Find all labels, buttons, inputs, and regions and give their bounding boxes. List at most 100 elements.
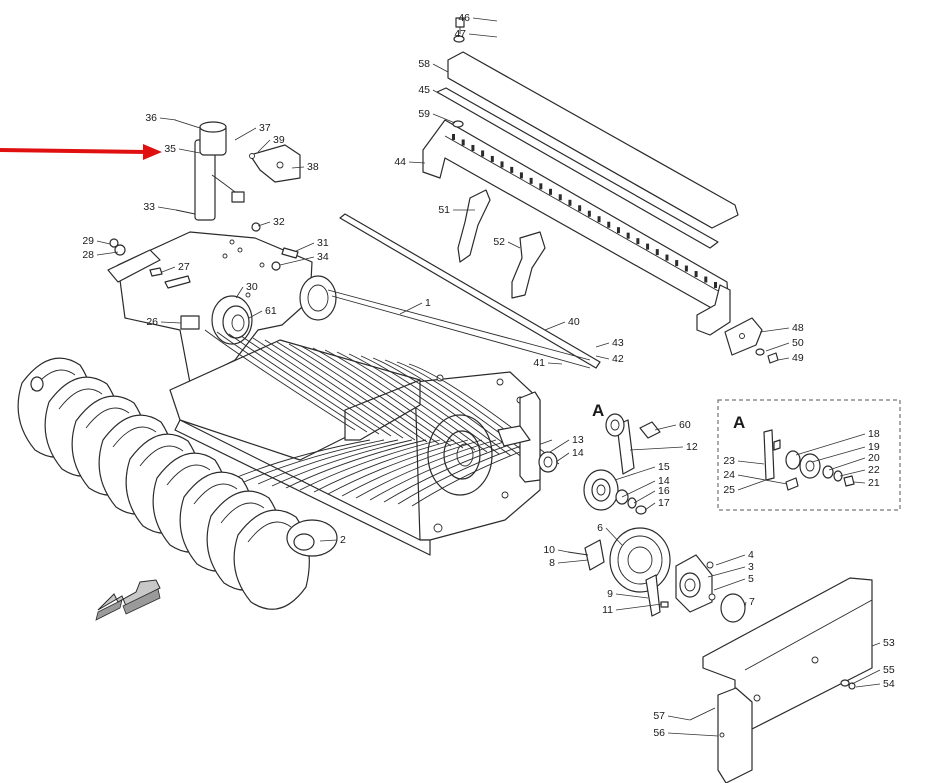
callout-number-18: 18 <box>868 428 880 440</box>
cage-bars <box>204 329 560 507</box>
cage-bar <box>327 439 469 495</box>
callout-leader-2 <box>319 539 338 542</box>
callout-number-43: 43 <box>612 337 624 349</box>
callout-leader-42 <box>595 355 610 360</box>
rail-tooth <box>519 172 523 179</box>
cage-bar <box>257 439 399 485</box>
cage-bar <box>204 329 356 431</box>
callout-number-1: 1 <box>425 297 431 309</box>
rotor-blade-edge <box>247 521 292 543</box>
rail-tooth <box>578 205 582 212</box>
rail-tooth <box>665 254 669 261</box>
callout-number-8: 8 <box>549 557 555 569</box>
callout-number-48: 48 <box>792 322 804 334</box>
rail-tooth <box>461 139 465 146</box>
callout-leader-21 <box>853 481 866 484</box>
callout-leader-61 <box>248 310 263 319</box>
callout-number-57: 57 <box>653 710 665 722</box>
cage-bar <box>336 351 488 453</box>
callout-leader-14 <box>555 452 570 463</box>
callout-number-9: 9 <box>607 588 613 600</box>
callout-number-45: 45 <box>418 84 430 96</box>
callout-leader-30 <box>235 286 244 299</box>
callout-leader-29 <box>96 240 111 245</box>
rail-tooth <box>626 232 630 239</box>
detail-box-letter: A <box>733 413 745 432</box>
rail-tooth <box>597 216 601 223</box>
callout-leader-31 <box>295 242 315 252</box>
actuator-assembly <box>174 119 301 221</box>
callout-number-28: 28 <box>82 249 94 261</box>
cage-bar <box>360 355 512 457</box>
callout-number-44: 44 <box>394 156 406 168</box>
rail-tooth <box>490 155 494 162</box>
rail-tooth <box>529 177 533 184</box>
callout-leader-41 <box>547 362 563 365</box>
callout-number-39: 39 <box>273 134 285 146</box>
callout-leader-20 <box>828 457 866 471</box>
rail-tooth <box>684 265 688 272</box>
callout-leader-52 <box>507 241 521 249</box>
callout-leader-40 <box>544 321 566 331</box>
callout-number-14: 14 <box>572 447 584 459</box>
callout-number-15: 15 <box>658 461 670 473</box>
callout-leader-15 <box>614 466 656 481</box>
cage-bar <box>229 439 371 481</box>
rail-teeth <box>452 134 717 288</box>
callout-leader-5 <box>713 578 746 591</box>
callout-number-27: 27 <box>178 261 190 273</box>
cross-rod-and-bar <box>327 213 601 369</box>
callout-number-24: 24 <box>723 469 735 481</box>
callout-leader-33 <box>157 206 177 211</box>
callout-number-33: 33 <box>143 201 155 213</box>
callout-number-7: 7 <box>749 596 755 608</box>
callout-leader-13 <box>549 439 570 453</box>
rail-tooth <box>704 276 708 283</box>
callout-number-56: 56 <box>653 727 665 739</box>
rail-tooth <box>568 199 572 206</box>
guard-panel <box>689 577 873 783</box>
callout-leader-12 <box>629 446 684 451</box>
callout-leader-26 <box>160 321 182 324</box>
cage-bar <box>355 439 497 499</box>
rail-tooth <box>607 221 611 228</box>
callout-leader-4 <box>715 554 746 566</box>
rail-tooth <box>616 227 620 234</box>
callout-number-47: 47 <box>454 28 466 40</box>
rail-tooth <box>675 260 679 267</box>
rail-tooth <box>481 150 485 157</box>
callout-leader-32 <box>257 221 271 227</box>
callout-number-21: 21 <box>868 477 880 489</box>
callout-leader-3 <box>707 566 746 578</box>
callout-number-60: 60 <box>679 419 691 431</box>
callout-leader-35 <box>178 148 201 154</box>
cage-bar <box>324 349 476 451</box>
callout-number-29: 29 <box>82 235 94 247</box>
callout-leaders <box>96 17 881 737</box>
callout-leader-11 <box>615 603 663 611</box>
cage-bar <box>271 439 413 487</box>
callout-number-2: 2 <box>340 534 346 546</box>
deflector-plates <box>457 189 546 299</box>
callout-number-46: 46 <box>458 12 470 24</box>
red-pointer-arrow <box>0 144 162 160</box>
rail-tooth <box>587 210 591 217</box>
callout-leader-46 <box>472 17 498 22</box>
main-frame <box>169 339 541 556</box>
callout-number-49: 49 <box>792 352 804 364</box>
callout-number-38: 38 <box>307 161 319 173</box>
callout-number-26: 26 <box>146 316 158 328</box>
callout-number-41: 41 <box>533 357 545 369</box>
callout-number-36: 36 <box>145 112 157 124</box>
callout-leader-23 <box>737 460 765 465</box>
callout-leader-22 <box>839 469 866 477</box>
rail-tooth <box>471 144 475 151</box>
callout-leader-8 <box>557 559 589 564</box>
callout-leader-17 <box>644 502 656 511</box>
callout-leader-34 <box>279 256 315 266</box>
callout-number-61: 61 <box>265 305 277 317</box>
callout-number-52: 52 <box>493 236 505 248</box>
rail-tooth <box>655 249 659 256</box>
top-rail-assembly <box>422 17 739 336</box>
detail-marker-letter: A <box>592 401 604 420</box>
